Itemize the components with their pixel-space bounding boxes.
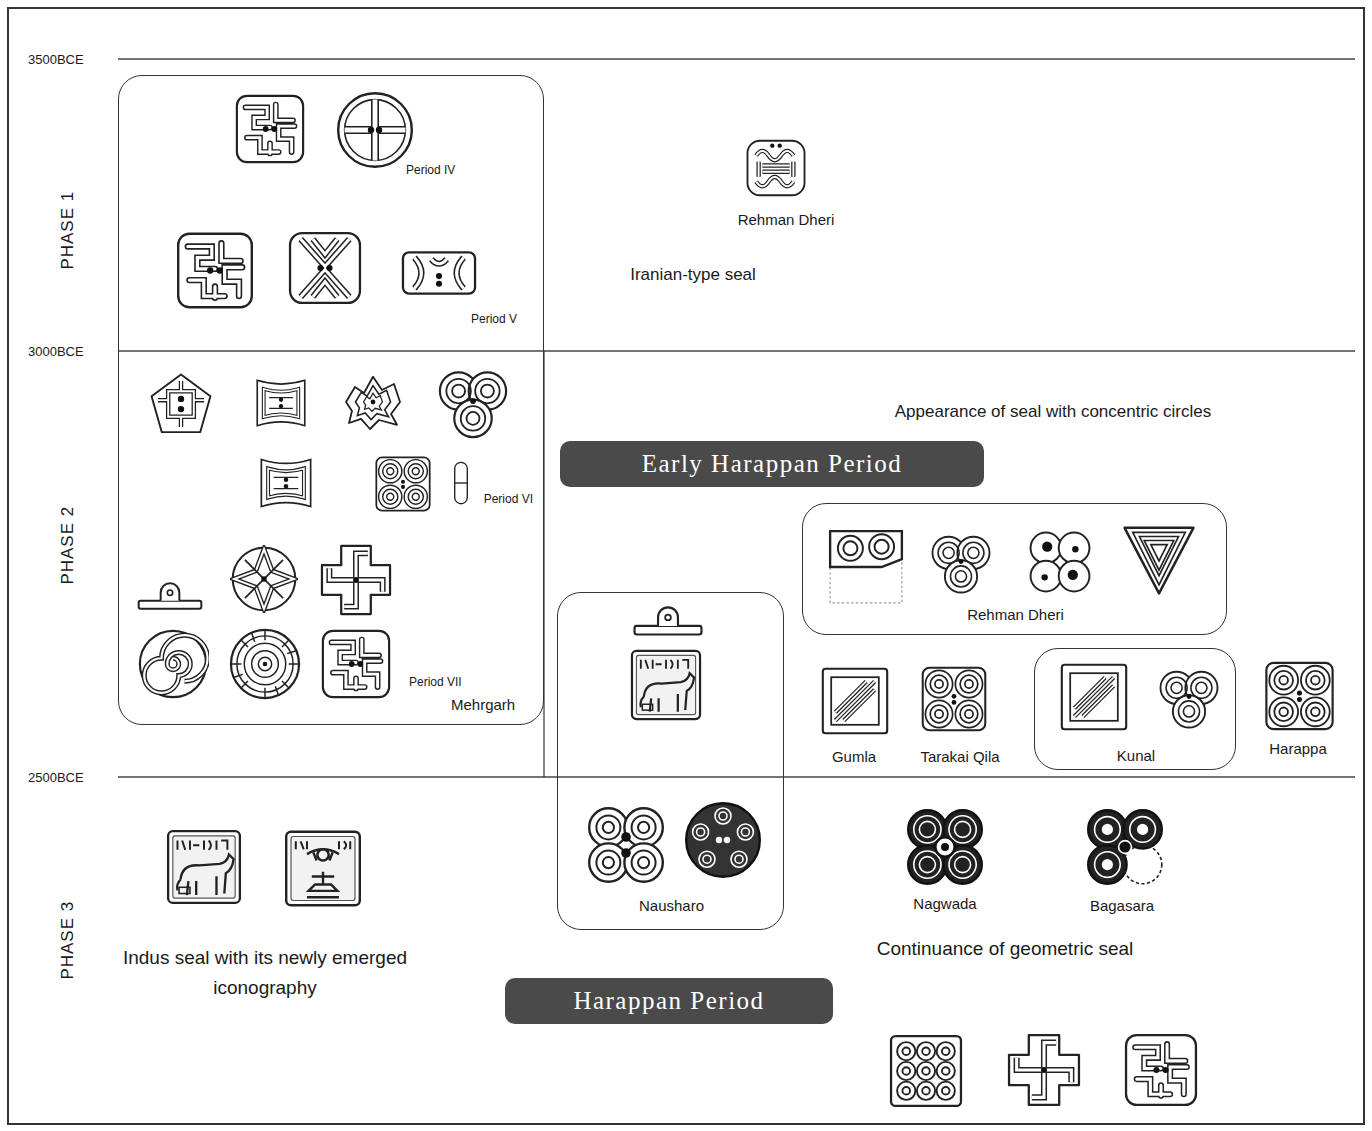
seal-icon: [140, 631, 208, 697]
site-label: Period V: [471, 312, 517, 326]
site-label: Kunal: [1117, 747, 1155, 765]
seal-icon: [1125, 528, 1194, 594]
site-group-box: Nausharo: [557, 592, 784, 930]
annotation-label: Bagasara: [1090, 897, 1154, 915]
seal-icon: [589, 808, 663, 882]
seal-icon: [632, 651, 700, 719]
date-label: 3000BCE: [28, 344, 84, 360]
seal-icon: [178, 234, 252, 308]
annotation-label: Rehman Dheri: [738, 211, 835, 229]
annotation-label: Iranian-type seal: [630, 265, 756, 285]
seal-icon: [932, 537, 989, 593]
seal-icon: [237, 96, 303, 162]
site-label: Nausharo: [639, 897, 704, 915]
annotation-label: Tarakai Qila: [920, 748, 999, 766]
seal-icon: [1088, 810, 1162, 884]
seal-icon: [440, 372, 506, 437]
seal-icon: [455, 462, 468, 503]
seal-icon: [1266, 663, 1332, 729]
seal-icon: [891, 1036, 961, 1106]
phase-label: PHASE 3: [58, 901, 78, 980]
annotation-label: Indus seal with its newly emerged iconog…: [120, 943, 410, 1004]
annotation-label: Continuance of geometric seal: [877, 938, 1134, 961]
seal-icon: [231, 630, 299, 698]
seal-icon: [338, 93, 412, 167]
annotation-label: Appearance of seal with concentric circl…: [895, 402, 1212, 422]
seal-icon: [1062, 665, 1126, 729]
site-group-box: Rehman Dheri: [802, 503, 1227, 635]
seal-icon: [747, 141, 804, 196]
seal-icon: [286, 832, 360, 906]
seal-icon: [830, 531, 902, 603]
seal-icon: [152, 375, 211, 433]
site-label: Period IV: [406, 163, 455, 177]
seal-icon: [290, 233, 360, 303]
annotation-label: Harappa: [1269, 740, 1327, 758]
seal-icon: [168, 831, 240, 903]
seal-icon: [323, 631, 389, 697]
site-group-box: Kunal: [1034, 648, 1236, 770]
date-label: 2500BCE: [28, 770, 84, 786]
phase-label: PHASE 2: [58, 506, 78, 585]
seal-icon: [1126, 1035, 1196, 1105]
seal-icon: [1031, 533, 1090, 592]
seal-icon: [346, 377, 400, 429]
seal-icon: [403, 252, 475, 293]
period-banner: Early Harappan Period: [560, 441, 984, 487]
seal-icon: [1009, 1035, 1079, 1105]
site-group-box: Period IV Period V Period VI Period VII Mehr…: [118, 75, 544, 725]
period-title: Harappan Period: [573, 987, 764, 1015]
outer-frame: [8, 8, 1364, 1124]
phase-label: PHASE 1: [58, 191, 78, 270]
seal-icon: [635, 607, 702, 634]
time-line: [118, 776, 1355, 777]
seal-icon: [376, 457, 429, 510]
site-label: Period VI: [484, 492, 533, 506]
seal-icon: [257, 380, 305, 425]
date-label: 3500BCE: [28, 52, 84, 68]
seal-icon: [908, 810, 982, 884]
annotation-label: Nagwada: [913, 895, 976, 913]
time-line: [118, 58, 1355, 59]
seal-icon: [322, 546, 390, 614]
seal-icon: [1160, 672, 1217, 728]
site-label: Mehrgarh: [451, 696, 515, 714]
time-line: [118, 350, 1355, 351]
seal-icon: [261, 459, 310, 506]
seal-icon: [686, 803, 760, 877]
period-banner: Harappan Period: [505, 978, 833, 1024]
site-label: Period VII: [409, 675, 462, 689]
seal-icon: [233, 548, 296, 611]
period-title: Early Harappan Period: [642, 450, 903, 478]
seal-icon: [823, 669, 887, 733]
site-label: Rehman Dheri: [967, 606, 1064, 624]
seal-icon: [139, 583, 202, 608]
seal-icon: [923, 668, 986, 731]
annotation-label: Gumla: [832, 748, 876, 766]
